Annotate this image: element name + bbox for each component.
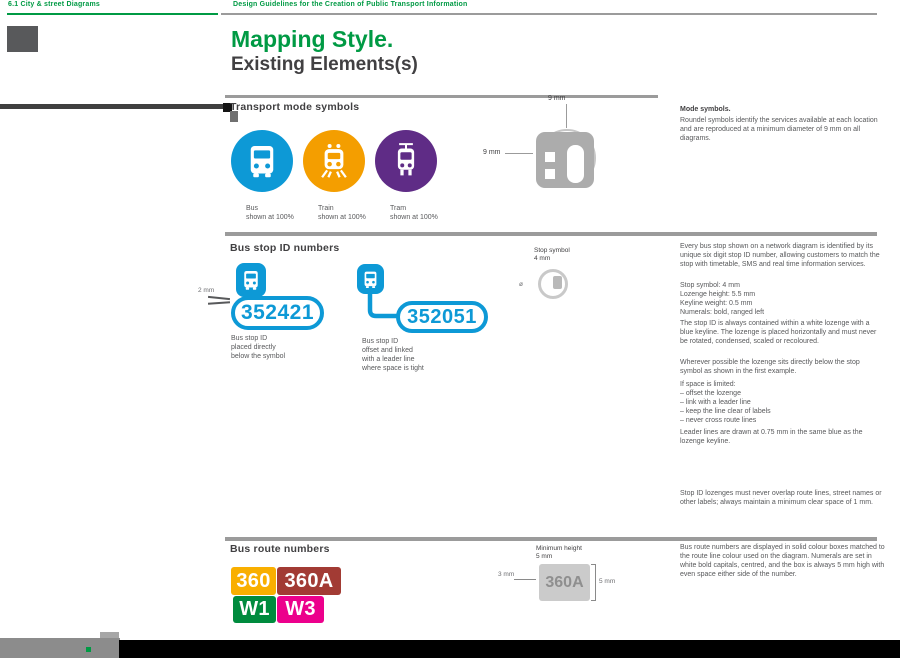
route-box-W1: W1 [233, 596, 276, 623]
stops-para-1: Every bus stop shown on a network diagra… [680, 243, 880, 268]
construction-cutout-2 [545, 169, 555, 179]
route-dim-left-tick [514, 579, 536, 580]
train-mode-label: Train [318, 205, 334, 212]
stops-para-2: The stop ID is always contained within a… [680, 320, 877, 345]
chapter-label: 6.1 City & street Diagrams [8, 1, 100, 8]
footer-green-marker [86, 647, 91, 652]
route-fig-label: Minimum height 5 mm [536, 545, 582, 560]
stop1-caption: Bus stop ID placed directly below the sy… [231, 335, 286, 360]
stop2-caption: Bus stop ID offset and linked with a lea… [362, 338, 424, 372]
route-box-W3: W3 [277, 596, 324, 623]
stop-annotation-line-1 [207, 295, 231, 301]
route-box-360: 360 [231, 567, 276, 595]
stop-id-lozenge-2: 352051 [396, 301, 488, 333]
footer-black-bar [119, 640, 900, 658]
bus-stop-marker-1 [236, 263, 266, 297]
document-title: Design Guidelines for the Creation of Pu… [233, 1, 468, 8]
stop-meas-label: Stop symbol 4 mm [534, 247, 570, 262]
train-icon [321, 144, 347, 178]
route-dim-left-label: 3 mm [498, 571, 515, 578]
construction-cutout-1 [545, 152, 555, 162]
tram-mode-caption: Tram shown at 100% [390, 204, 438, 222]
tram-icon [397, 143, 415, 176]
bus-mode-roundel [231, 130, 293, 192]
margin-bar-cap [223, 103, 232, 112]
section1-note-body: Roundel symbols identify the services av… [680, 117, 878, 142]
header-rule-gray [221, 13, 877, 15]
bus-stop-icon [364, 271, 377, 288]
stop-annotation-label: 2 mm [198, 287, 215, 294]
section1-heading: Transport mode symbols [230, 101, 360, 113]
stops-para-4: Leader lines are drawn at 0.75 mm in the… [680, 429, 863, 445]
stops-para-3: Wherever possible the lozenge sits direc… [680, 359, 860, 375]
tram-mode-sub: shown at 100% [390, 214, 438, 221]
tram-mode-roundel [375, 130, 437, 192]
bus-stop-marker-2 [357, 264, 384, 294]
margin-bar [0, 104, 224, 109]
dim-label-top: 9 mm [548, 95, 566, 102]
section3-heading: Bus route numbers [230, 543, 330, 555]
stop-id-lozenge-1: 352421 [231, 296, 324, 330]
page-subtitle: Existing Elements(s) [231, 54, 418, 75]
section1-rule [225, 95, 658, 98]
section2-rule [225, 232, 877, 236]
page-title: Mapping Style. [231, 26, 394, 52]
bus-mode-label: Bus [246, 205, 259, 212]
chapter-number-box [7, 26, 38, 52]
bus-icon [250, 146, 274, 178]
route-box-360A: 360A [277, 567, 341, 595]
train-mode-caption: Train shown at 100% [318, 204, 366, 222]
section3-rule [225, 537, 877, 541]
stop-meas-inner [553, 276, 562, 289]
construction-cutout-3 [567, 145, 584, 183]
header-rule-green [7, 13, 218, 15]
footer-step [100, 632, 119, 639]
route-dim-bracket-bottom [591, 600, 596, 601]
train-mode-roundel [303, 130, 365, 192]
stop-meas-circle [538, 269, 568, 299]
section3-note: Bus route numbers are displayed in solid… [680, 544, 885, 578]
route-dim-label: 5 mm [599, 578, 616, 585]
tram-mode-label: Tram [390, 205, 407, 212]
section1-note-title: Mode symbols. [680, 106, 731, 113]
section1-note: Mode symbols. Roundel symbols identify t… [680, 105, 882, 143]
dim-tick-left [505, 153, 533, 154]
stops-spec-list-2: If space is limited: – offset the lozeng… [680, 381, 771, 424]
stop-annotation-line-2 [207, 301, 231, 305]
leader-line [367, 292, 401, 319]
bus-mode-caption: Bus shown at 100% [246, 204, 294, 222]
bus-stop-icon [244, 271, 258, 290]
section2-heading: Bus stop ID numbers [230, 242, 340, 254]
dim-tick-top [566, 104, 567, 128]
dim-label-left: 9 mm [483, 149, 501, 156]
stop-meas-left: ø [519, 281, 523, 288]
route-fig-box: 360A [539, 564, 590, 601]
bus-mode-sub: shown at 100% [246, 214, 294, 221]
stops-spec-list-1: Stop symbol: 4 mm Lozenge height: 5.5 mm… [680, 282, 765, 316]
stops-para-5: Stop ID lozenges must never overlap rout… [680, 490, 882, 506]
margin-bar-tab [230, 111, 238, 122]
route-dim-bracket-top [591, 564, 596, 565]
footer-gray-bar [0, 638, 120, 658]
route-dim-bracket [595, 564, 596, 601]
train-mode-sub: shown at 100% [318, 214, 366, 221]
